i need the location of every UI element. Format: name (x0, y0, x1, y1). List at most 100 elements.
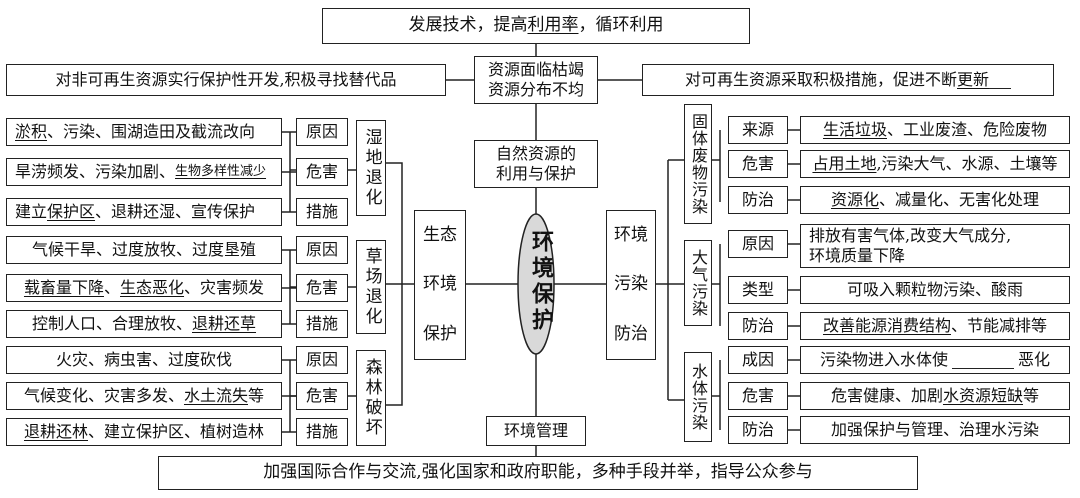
underlined-text: 改善能源消费结构 (822, 316, 951, 335)
top-text-underlined: 利用率 (527, 15, 579, 36)
row-text: 、工业废渣、危险废物 (887, 120, 1048, 139)
top-box: 发展技术，提高 利用率 ，循环利用 (322, 8, 750, 44)
forest-measure-label: 措施 (296, 418, 348, 446)
eco-line-3: 保护 (423, 323, 457, 344)
label-text: 防治 (741, 420, 774, 439)
resource-problem-line-2: 资源分布不均 (487, 80, 584, 99)
underlined-text: 保护区 (47, 202, 96, 221)
pollution-line-1: 环境 (614, 225, 648, 246)
resource-problem-box: 资源面临枯竭 资源分布不均 (474, 56, 598, 104)
label-text: 措施 (305, 202, 338, 221)
label-text: 危害 (741, 154, 774, 173)
air-pollution-title: 大气污染 (689, 249, 708, 317)
air-type-label: 类型 (728, 276, 788, 304)
air-cause-label: 原因 (728, 230, 788, 258)
underlined-text: 生活垃圾 (822, 120, 887, 139)
underlined-text: 淤积 (15, 122, 48, 141)
eco-line-2: 环境 (423, 274, 457, 295)
label-text: 原因 (305, 122, 338, 141)
grassland-cause-text: 气候干旱、过度放牧、过度垦殖 (6, 236, 282, 264)
top-right-text-pre: 对可再生资源采取积极措施，促进不断 (684, 70, 957, 89)
forest-harm-label: 危害 (296, 382, 348, 410)
top-right-text-underlined: 更新 (957, 70, 990, 89)
management-text: 环境管理 (503, 421, 568, 440)
wetland-measure-text: 建立保护区、退耕还湿、宣传保护 (6, 198, 282, 226)
solid-harm-text: 占用土地,污染大气、水源、土壤等 (800, 150, 1070, 178)
forest-measure-text: 退耕还林、建立保护区、植树造林 (6, 418, 282, 446)
row-text: 、灾害频发 (184, 278, 265, 297)
label-text: 原因 (305, 350, 338, 369)
solid-control-label: 防治 (728, 186, 788, 214)
solid-harm-label: 危害 (728, 150, 788, 178)
row-text: 、 (103, 278, 120, 297)
nature-line-1: 自然资源的 (495, 144, 576, 163)
top-left-box: 对非可再生资源实行保护性开发,积极寻找替代品 (6, 64, 446, 96)
bottom-box: 加强国际合作与交流,强化国家和政府职能，多种手段并举，指导公众参与 (158, 456, 918, 490)
grassland-harm-label: 危害 (296, 274, 348, 302)
row-text: 、节能减排等 (951, 316, 1048, 335)
row-text: 加强保护与管理、治理水污染 (830, 420, 1039, 439)
underlined-text: 载畜量下降 (23, 278, 104, 297)
label-text: 原因 (305, 240, 338, 259)
air-type-text: 可吸入颗粒物污染、酸雨 (800, 276, 1070, 304)
solid-control-text: 资源化 、减量化、无害化处理 (800, 186, 1070, 214)
solid-source-label: 来源 (728, 116, 788, 144)
label-text: 危害 (741, 386, 774, 405)
underlined-text: 资源化 (830, 190, 879, 209)
underlined-text: 退耕还林 (23, 422, 88, 441)
grassland-title-box: 草场退化 (356, 240, 386, 334)
wetland-title: 湿地退化 (361, 128, 382, 208)
water-pollution-title: 水体污染 (689, 363, 708, 431)
underlined-text: 水土流失 (183, 386, 248, 405)
label-text: 危害 (305, 278, 338, 297)
row-text: 污染物进入水体使 (819, 350, 948, 369)
label-text: 措施 (305, 314, 338, 333)
solid-waste-title: 固体废物污染 (689, 113, 708, 215)
top-right-box: 对可再生资源采取积极措施，促进不断 更新 (642, 64, 1054, 96)
air-cause-text: 排放有害气体,改变大气成分, 环境质量下降 (800, 224, 1070, 268)
center-title: 环境保护 (528, 230, 554, 334)
wetland-harm-text: 旱涝频发、污染加剧、生物多样性减少 (6, 158, 282, 186)
air-pollution-title-box: 大气污染 (684, 240, 712, 326)
row-text: 控制人口、合理放牧、 (31, 314, 192, 333)
water-control-label: 防治 (728, 416, 788, 444)
water-harm-text: 危害健康、加剧水资源短缺等 (800, 382, 1070, 410)
blank-line (989, 72, 1012, 89)
row-text: 、退耕还湿、宣传保护 (95, 202, 256, 221)
air-control-text: 改善能源消费结构、节能减排等 (800, 312, 1070, 340)
row-text: 等 (1023, 386, 1040, 405)
row-text: 旱涝频发、污染加剧、 (15, 162, 176, 181)
label-text: 危害 (305, 386, 338, 405)
label-text: 原因 (741, 234, 774, 253)
row-text: 、污染、围湖造田及截流改向 (47, 122, 256, 141)
underlined-text: 生物多样性减少 (175, 163, 267, 179)
grassland-measure-label: 措施 (296, 310, 348, 338)
row-text: 建立 (15, 202, 48, 221)
row-text: 气候变化、灾害多发、 (23, 386, 184, 405)
label-text: 成因 (741, 350, 774, 369)
resource-problem-line-1: 资源面临枯竭 (487, 60, 584, 79)
pollution-control-box: 环境 污染 防治 (606, 210, 656, 360)
solid-source-text: 生活垃圾、工业废渣、危险废物 (800, 116, 1070, 144)
forest-title-box: 森林破坏 (356, 350, 386, 446)
grassland-cause-label: 原因 (296, 236, 348, 264)
underlined-text: 占用土地 (812, 154, 877, 173)
grassland-measure-text: 控制人口、合理放牧、退耕还草 (6, 310, 282, 338)
underlined-text: 退耕还草 (192, 314, 257, 333)
row-text: 、减量化、无害化处理 (879, 190, 1040, 209)
center-ellipse (517, 213, 555, 355)
solid-waste-title-box: 固体废物污染 (684, 104, 712, 224)
eco-line-1: 生态 (423, 225, 457, 246)
underlined-text: 水资源短缺 (942, 386, 1023, 405)
grassland-title: 草场退化 (361, 247, 382, 327)
row-text: 恶化 (1018, 350, 1051, 369)
row-text: 可吸入颗粒物污染、酸雨 (846, 280, 1023, 299)
top-text-pre: 发展技术，提高 (408, 15, 528, 36)
wetland-cause-text: 淤积、污染、围湖造田及截流改向 (6, 118, 282, 146)
management-box: 环境管理 (486, 416, 586, 446)
water-pollution-title-box: 水体污染 (684, 352, 712, 442)
label-text: 类型 (741, 280, 774, 299)
water-control-text: 加强保护与管理、治理水污染 (800, 416, 1070, 444)
blank-line (952, 352, 1014, 369)
air-control-label: 防治 (728, 312, 788, 340)
